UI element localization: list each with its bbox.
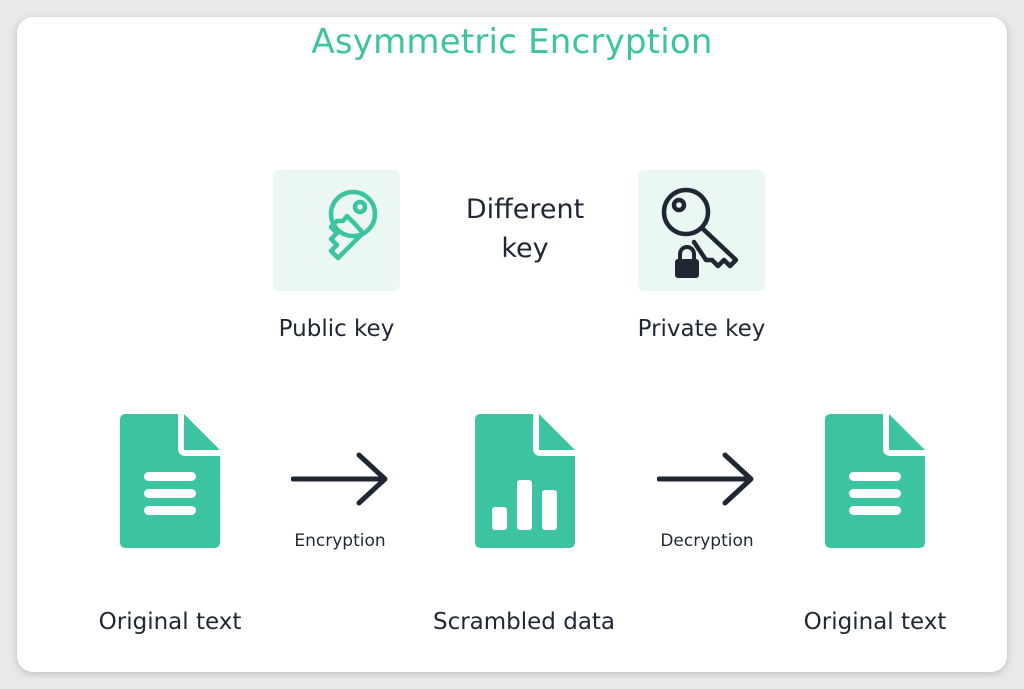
decryption-label: Decryption [660, 531, 754, 551]
different-key-label: Different key [445, 190, 605, 268]
public-key-tile [273, 170, 400, 291]
diagram-title: Asymmetric Encryption [311, 22, 713, 62]
scrambled-data-label: Scrambled data [432, 609, 616, 635]
different-key-line1: Different [465, 194, 585, 225]
private-key-tile [638, 170, 765, 291]
arrow-right-icon [291, 452, 388, 506]
private-key-label: Private key [637, 316, 766, 342]
different-key-line2: key [501, 233, 549, 264]
encryption-label: Encryption [294, 531, 386, 551]
key-icon [328, 189, 378, 261]
original-text-label: Original text [98, 609, 242, 635]
key-with-lock-icon [661, 187, 739, 278]
scrambled-data-document-icon [475, 414, 575, 548]
decrypted-text-document-icon [825, 414, 925, 548]
arrow-right-icon [657, 452, 754, 506]
original-text-document-icon [120, 414, 220, 548]
diagram-card [17, 17, 1007, 672]
public-key-label: Public key [278, 316, 395, 342]
decrypted-text-label: Original text [803, 609, 947, 635]
lock-icon [675, 245, 699, 278]
